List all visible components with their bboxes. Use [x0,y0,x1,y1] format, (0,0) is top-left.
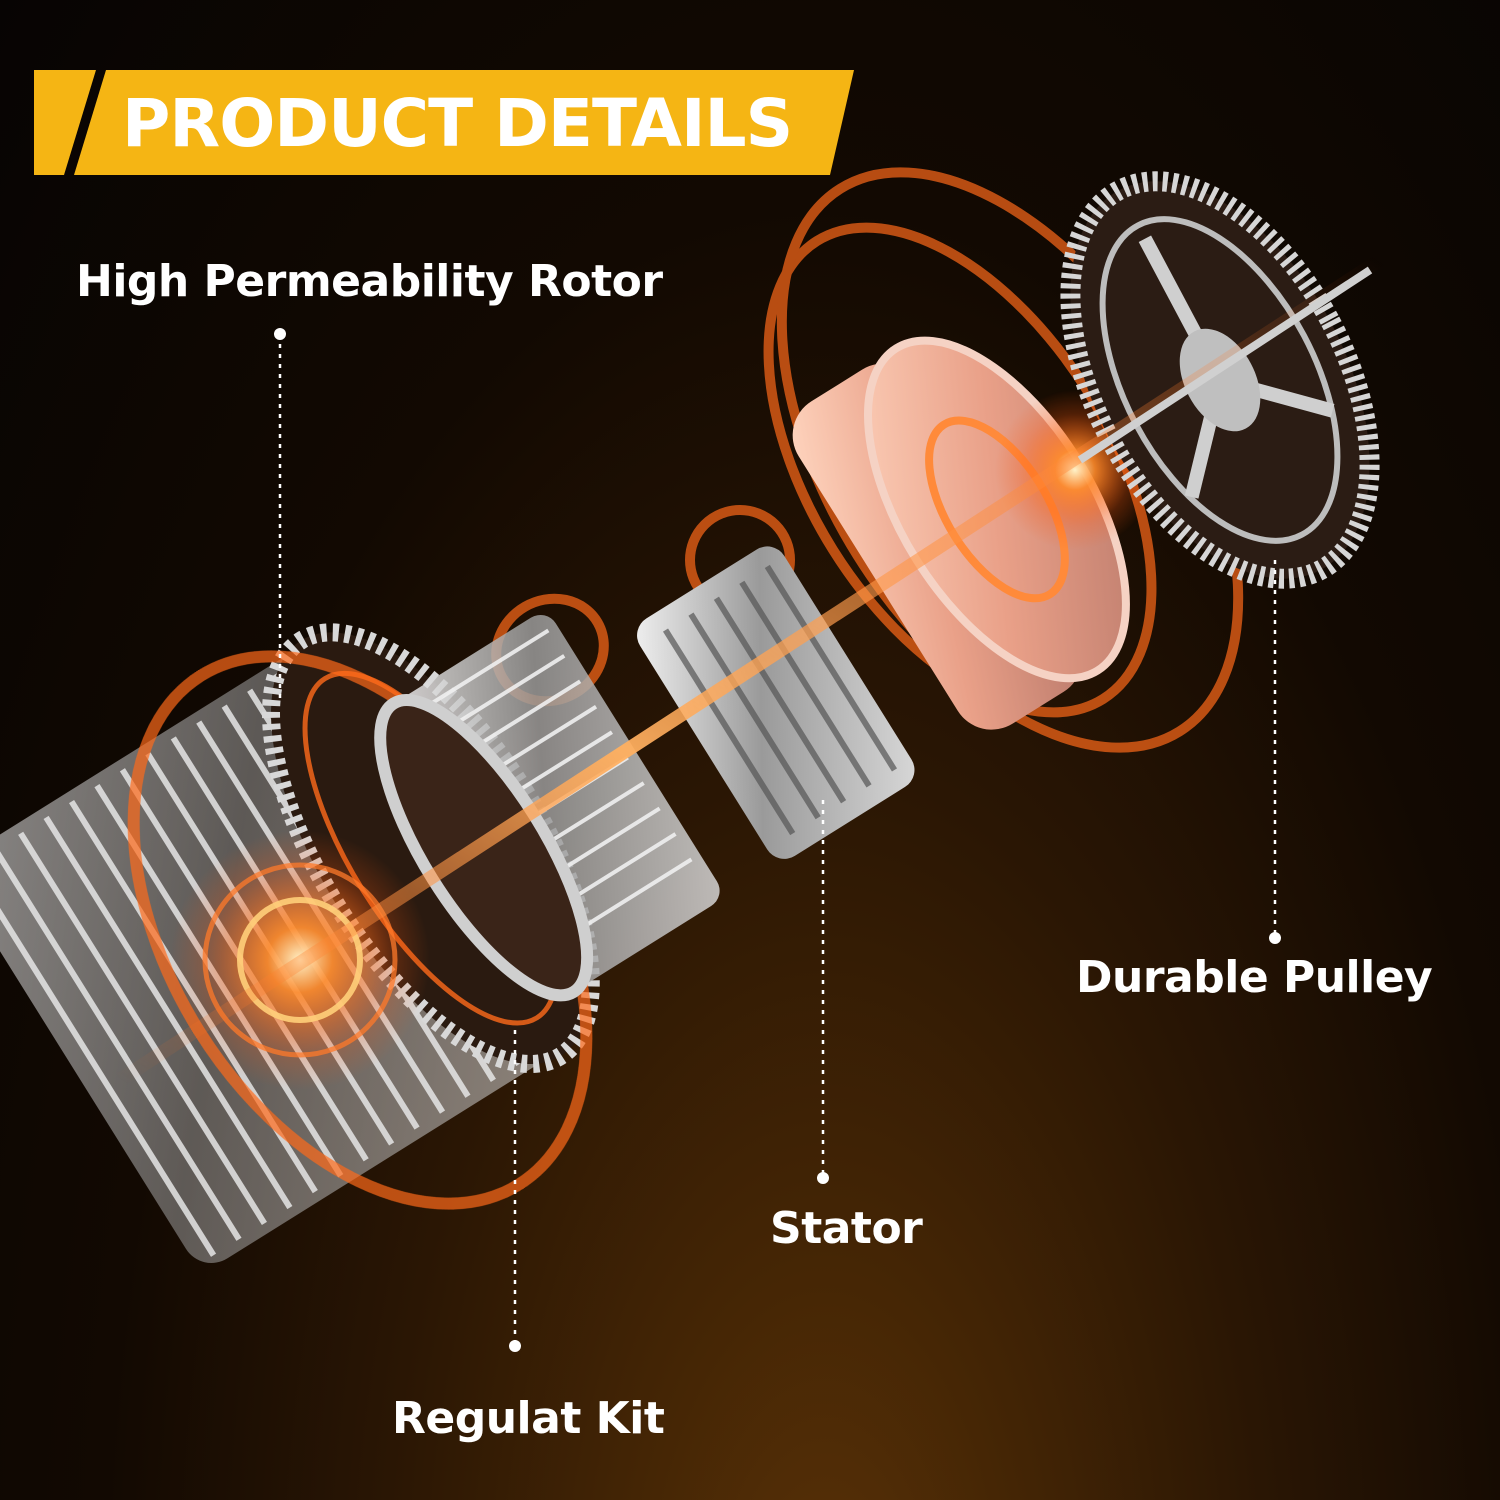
stator-core [637,546,915,859]
callout-rotor-label: High Permeability Rotor [76,256,663,307]
callout-stator-label: Stator [770,1203,923,1254]
callout-regulat-kit-label: Regulat Kit [392,1393,665,1444]
callout-leaders [278,334,1277,1346]
banner-accent-stripe [34,70,96,175]
page-title: PRODUCT DETAILS [122,85,793,162]
header-banner [34,70,854,175]
callout-dots [274,328,1281,1352]
banner-main-band [74,70,854,175]
callout-pulley-label: Durable Pulley [1076,952,1433,1003]
